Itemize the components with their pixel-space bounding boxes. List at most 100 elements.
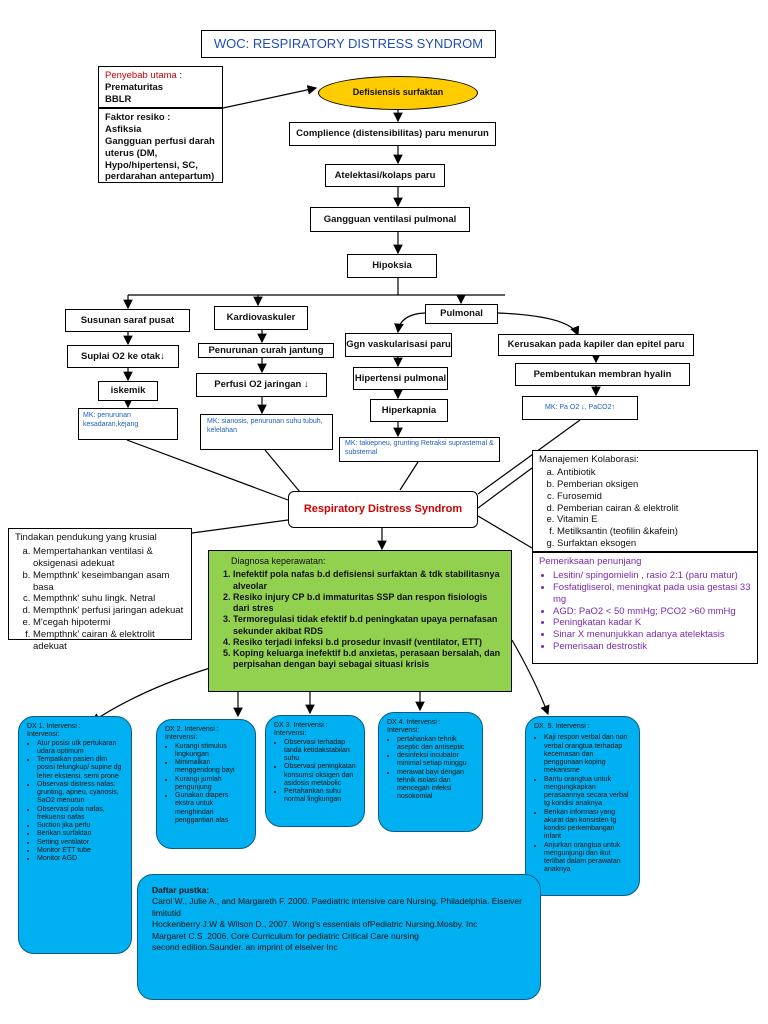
dx1-intervention-cloud: DX 1. Intervensi : Intervensi: Atur posi… [18,716,132,954]
supportive-action-item: Mempthnk' cairan & elektrolit adekuat [33,629,185,653]
reference-item: Margaret C.S .2006. Core Curriculum for … [152,930,419,941]
dx-item: Setting ventilator [37,839,123,847]
supportive-action-item: M'cegah hipotermi [33,617,185,629]
diagnostic-test-heading: Pemeriksaan penunjang [539,556,642,567]
brain-o2-node: Suplai O2 ke otak↓ [67,345,179,368]
dx-item: Berikan surfaktan [37,830,123,838]
mk-pulmonary-right-box: MK: Pa O2 ↓, PaCO2↑ [522,396,638,420]
dx-title: DX 2. Intervensi : [165,726,219,733]
diagnostic-test-item: Fosfatigliserol, meningkat pada usia ges… [553,582,751,606]
hypercapnia-node: Hiperkapnia [370,399,448,422]
mk-cns-box: MK: penurunan kesadaran,kejang [78,408,178,440]
supportive-action-item: Mempthnk' suhu lingk. Netral [33,593,185,605]
diagnostic-test-item: Peningkatan kadar K [553,617,751,629]
dx3-intervention-cloud: DX 3. Intervensi : Intervensi: Observasi… [265,715,365,827]
mk-pulmonary-left-box: MK: takiepneu, grunting Retraksi suprast… [339,437,500,462]
ischemic-node: iskemik [98,381,158,401]
collaboration-item: Vitamin E [557,514,751,526]
references-heading: Daftar pustka: [152,885,210,895]
dx-item: Observasi pola nafas, frekuensi nafas [37,806,123,823]
pulmonary-node: Pulmonal [425,304,498,324]
rds-center-node: Respiratory Distress Syndrom [288,491,478,528]
collaboration-item: Pemberian oksigen [557,479,751,491]
compliance-node: Complience (distensibilitas) paru menuru… [289,122,496,146]
risk-factor-box: Faktor resiko : Asfiksia Gangguan perfus… [98,108,223,183]
diagnostic-test-item: Lesitin/ spingomielin , rasio 2:1 (paru … [553,570,751,582]
risk-item: Asfiksia [105,123,142,135]
dx-item: Kaji respon verbal dan non verbal orangt… [544,734,631,775]
dx-item: Monitor ETT tube [37,847,123,855]
atelectasis-node: Atelektasi/kolaps paru [325,164,445,187]
reference-item: second edition.Saunder. an imprint of el… [152,942,338,953]
cns-node: Susunan saraf pusat [65,309,190,332]
supportive-action-item: Mempertahankan ventilasi & oksigenasi ad… [33,546,185,570]
dx-title: DX 3. Intervensi : [274,722,328,729]
tissue-perfusion-node: Perfusi O2 jaringan ↓ [196,373,327,397]
dx-title: DX 1. Intervensi : [27,723,81,730]
hyaline-membrane-node: Pembentukan membran hyalin [515,363,690,386]
diagnostic-test-item: Sinar X menunjukkan adanya atelektasis [553,629,751,641]
dx-item: Kurangi stimulus lingkungan [175,743,247,760]
diagnostic-test-item: AGD: PaO2 < 50 mmHg; PCO2 >60 mmHg [553,606,751,618]
page-title: WOC: RESPIRATORY DISTRESS SYNDROM [201,30,496,58]
dx-item: Atur posisi utk pertukaran udara optimum [37,740,123,757]
hypoxia-node: Hipoksia [347,254,437,278]
nursing-diagnosis-item: Termoregulasi tidak efektif b.d peningka… [233,614,505,637]
dx-item: merawat bayi dengan tehnik isolasi dan m… [397,769,474,802]
dx-item: Observasi peningkatan konsumsi oksigen d… [284,763,356,788]
supportive-action-item: Mempthnk' perfusi jaringan adekuat [33,605,185,617]
cause-item: Prematuritas [105,81,164,93]
diagnostic-test-box: Pemeriksaan penunjang Lesitin/ spingomie… [532,552,758,664]
diagnostic-test-item: Pemerisaan destrostik [553,641,751,653]
dx-item: Anjurkan orangtua untuk mengunjungi dan … [544,842,631,875]
reference-item: Carol W., Julie A., and Margareth F. 200… [152,896,522,918]
pulmonary-hypertension-node: Hipertensi pulmonal [353,367,448,390]
collaboration-item: Antibiotik [557,467,751,479]
nursing-diagnosis-item: Resiko injury CP b.d immaturitas SSP dan… [233,592,505,615]
supportive-action-item: Mempthnk' keseimbangan asam basa [33,570,185,594]
ventilation-disorder-node: Gangguan ventilasi pulmonal [310,207,470,232]
nursing-diagnosis-item: Koping keluarga inefektif b.d anxietas, … [233,648,505,671]
references-cloud: Daftar pustka: Carol W., Julie A., and M… [137,874,541,1000]
main-cause-box: Penyebab utama : Prematuritas BBLR [98,66,223,108]
collaboration-item: Metilksantin (teofilin &kafein) [557,526,751,538]
dx-item: Pertahankan suhu normal lingkungan [284,788,356,805]
dx-item: Tempatkan pasien dlm posisi telungkup/ s… [37,756,123,781]
nursing-diagnosis-heading: Diagnosa keperawatan: [231,556,326,566]
nursing-diagnosis-item: Inefektif pola nafas b.d defisiensi surf… [233,569,505,592]
nursing-diagnosis-item: Resiko terjadi infeksi b.d prosedur inva… [233,637,505,648]
collaboration-item: Surfaktan eksogen [557,538,751,550]
dx4-intervention-cloud: DX 4. Intervensi : Intervensi: pertahank… [378,712,483,832]
dx-item: pertahankan tehnik aseptic dan antisepti… [397,736,474,753]
dx-item: Bantu orangtua untuk mengungkapkan peras… [544,776,631,809]
supportive-action-box: Tindakan pendukung yang krusial Memperta… [8,528,192,652]
dx-item: Observasi terhadap tanda ketidakstabilan… [284,739,356,764]
collaboration-box: Manajemen Kolaborasi: Antibiotik Pemberi… [532,450,758,552]
supportive-action-heading: Tindakan pendukung yang krusial [15,532,157,543]
collaboration-item: Furosemid [557,491,751,503]
dx-title: DX 4. Intervensi : [387,719,441,726]
dx-item: Gunakan diapers ekstra untuk menghindari… [175,792,247,825]
mk-cardio-box: MK: sianosis, penurunan suhu tubuh, kele… [200,414,333,450]
capillary-damage-node: Kerusakan pada kapiler dan epitel paru [498,334,694,356]
dx-item: Monitor AGD [37,855,123,863]
collaboration-item: Pemberian cairan & elektrolit [557,503,751,515]
dx5-intervention-cloud: DX. 5. Intervensi : Kaji respon verbal d… [525,716,640,896]
main-cause-colon: : [176,70,183,81]
collaboration-heading: Manajemen Kolaborasi: [539,454,639,465]
cardiovascular-node: Kardiovaskuler [214,306,308,330]
main-cause-heading: Penyebab utama [105,70,177,81]
cause-item: BBLR [105,93,132,105]
dx-item: Berikan informasi yang akurat dan konsis… [544,809,631,842]
reference-item: Hockenberry J.W & Wilson D., 2007. Wong'… [152,919,478,930]
surfactant-deficiency-node: Defisiensis surfaktan [318,76,478,110]
dx-item: Minimalkan menggendong bayi [175,759,247,776]
dx-item: Observasi distress nafas: grunting, apne… [37,781,123,806]
dx-item: desinfeksi incubator minimal setiap ming… [397,752,474,769]
nursing-diagnosis-box: Diagnosa keperawatan: Inefektif pola naf… [208,550,512,692]
vascularization-node: Ggn vaskularisasi paru [345,333,452,357]
dx-item: Suction jika perlu [37,822,123,830]
dx-title: DX. 5. Intervensi : [534,723,590,730]
dx-item: Kurangi jumlah pengunjung [175,776,247,793]
